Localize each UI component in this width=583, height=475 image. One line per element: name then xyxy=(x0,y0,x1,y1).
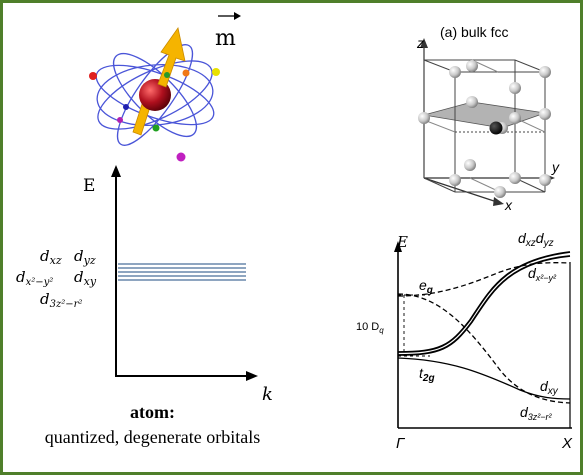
lattice-atom xyxy=(449,66,461,78)
electron xyxy=(117,117,123,123)
band-d3z2 xyxy=(397,293,571,404)
lattice-atom xyxy=(466,96,478,108)
electron xyxy=(164,72,170,78)
label-10dq: 10 Dq xyxy=(356,321,384,335)
lattice-atom xyxy=(418,112,430,124)
electron xyxy=(176,152,186,162)
e-axis-label: E xyxy=(83,176,95,196)
degenerate-levels xyxy=(118,263,246,281)
lattice-atom xyxy=(466,60,478,72)
lattice-atom xyxy=(449,174,461,186)
fcc-lattice-diagram: (a) bulk fcc z y x xyxy=(416,24,560,213)
k-axis-label: k xyxy=(262,384,273,405)
electron xyxy=(152,124,160,132)
electron xyxy=(212,68,220,76)
axis-x-label: x xyxy=(504,197,513,213)
lattice-atoms xyxy=(418,60,551,198)
lattice-atom xyxy=(509,112,521,124)
electron xyxy=(123,104,129,110)
label-d3z2: d3z²−r² xyxy=(520,404,553,422)
label-gamma: Γ xyxy=(396,435,406,452)
axis-y-label: y xyxy=(551,159,560,175)
lattice-atom xyxy=(539,108,551,120)
label-t2g: t2g xyxy=(419,365,435,384)
label-eg: eg xyxy=(419,277,433,296)
orbit-3 xyxy=(96,64,214,126)
caption-title: atom: xyxy=(130,402,175,422)
band-dxy xyxy=(397,357,571,400)
lattice-atom xyxy=(539,66,551,78)
lattice-atom xyxy=(509,172,521,184)
orbit-1 xyxy=(97,60,213,130)
magnetic-moment-label: m xyxy=(215,12,241,51)
label-x-point: X xyxy=(561,435,573,452)
lattice-atom xyxy=(509,82,521,94)
band-dx2y2 xyxy=(397,262,571,297)
label-dxy: dxy xyxy=(540,378,559,397)
lattice-atom xyxy=(494,186,506,198)
level-labels-row3: d3z²−r² xyxy=(40,290,82,310)
atom-icon xyxy=(89,27,220,162)
lattice-atom xyxy=(539,174,551,186)
caption-subtitle: quantized, degenerate orbitals xyxy=(44,427,261,447)
orbit-5 xyxy=(116,44,194,146)
band-dyz xyxy=(397,255,571,356)
electron xyxy=(89,72,97,80)
band-dxz xyxy=(397,251,571,353)
moment-arrow-icon xyxy=(157,27,186,88)
lattice-center-atom xyxy=(489,121,503,135)
axis-z-label: z xyxy=(416,35,424,51)
band-e-label: E xyxy=(396,233,408,251)
nucleus xyxy=(139,79,171,111)
svg-text:m: m xyxy=(215,26,236,51)
label-dx2y2: dx²−y² xyxy=(528,265,557,283)
label-dxz-dyz: dxzdyz xyxy=(518,230,554,249)
band-structure-diagram: E eg t2g 10 Dq Γ X dxzdyz xyxy=(356,230,573,452)
lattice-label: (a) bulk fcc xyxy=(440,24,508,40)
electron xyxy=(182,69,190,77)
lattice-atom xyxy=(464,159,476,171)
lattice-plane xyxy=(423,101,546,129)
